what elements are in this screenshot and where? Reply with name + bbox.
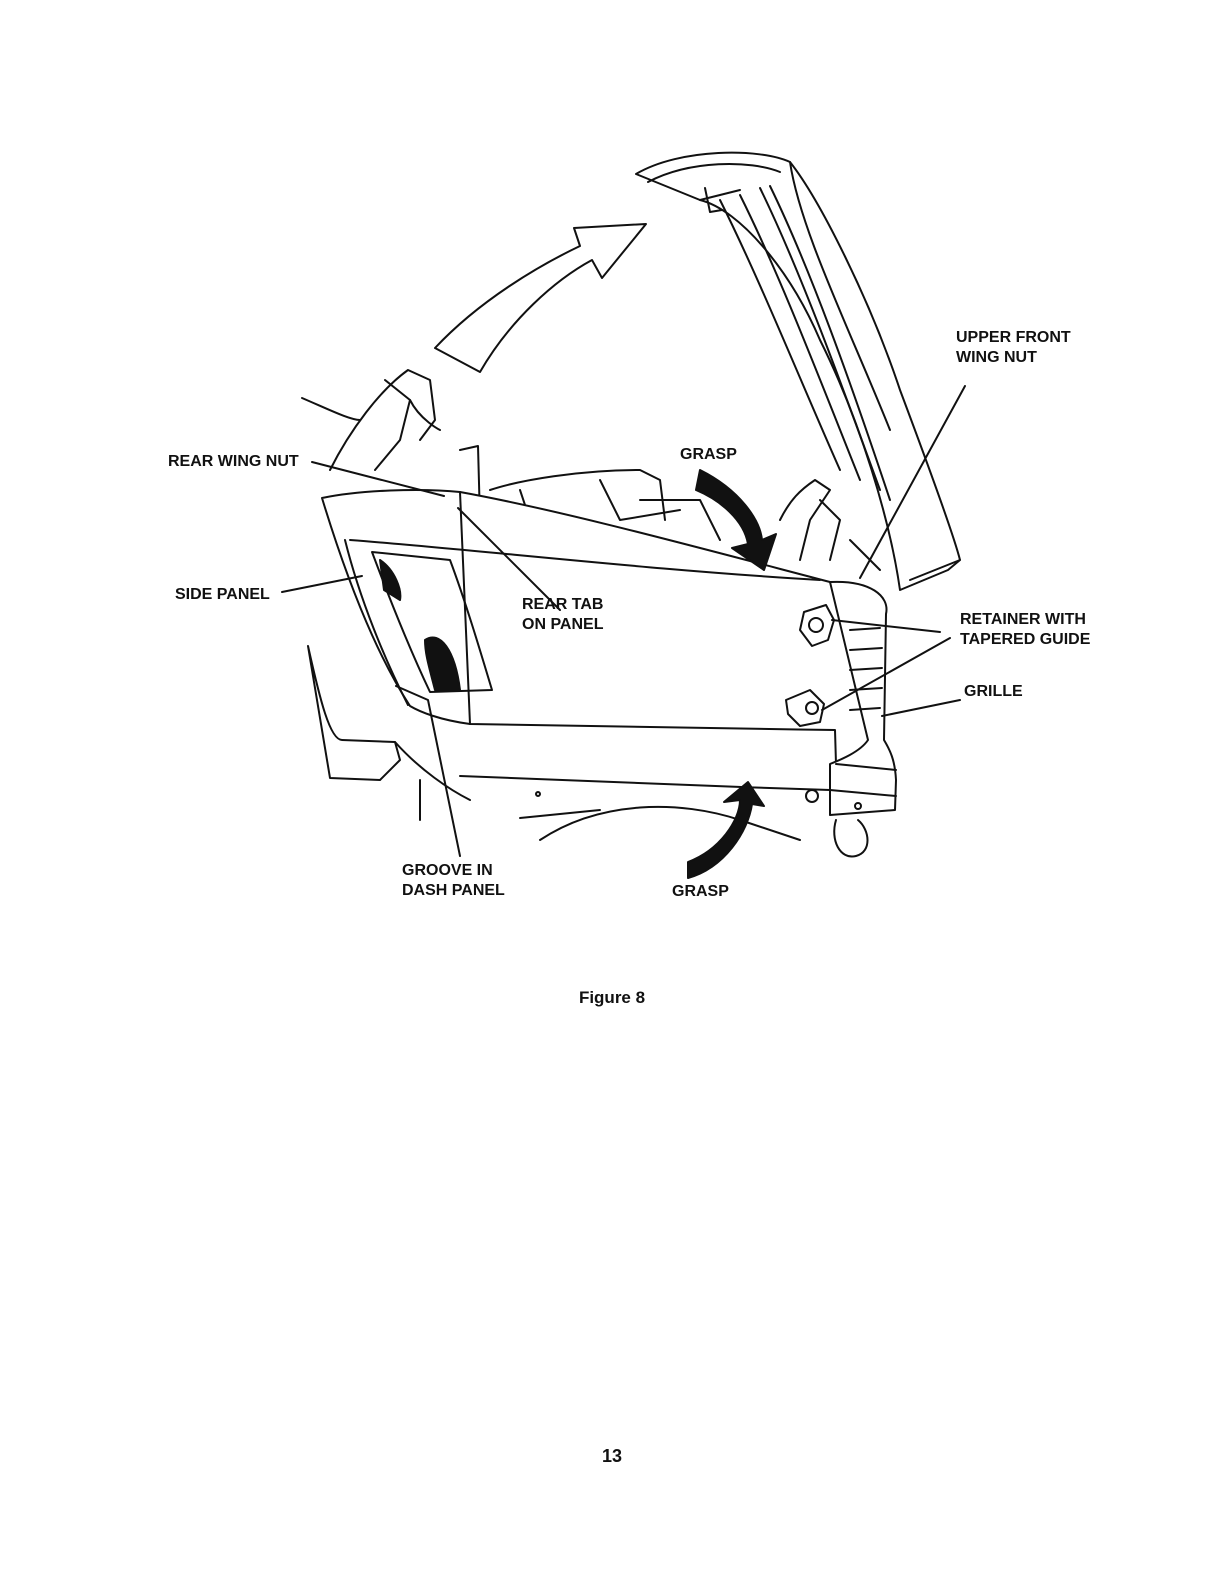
hood-removal-illustration [0, 0, 1224, 1000]
label-line: TAPERED GUIDE [960, 630, 1090, 650]
raised-hood [636, 153, 960, 590]
label-line: GROOVE IN [402, 861, 505, 881]
label-retainer-with-tapered-guide: RETAINER WITH TAPERED GUIDE [960, 610, 1090, 650]
label-line: DASH PANEL [402, 881, 505, 901]
label-rear-wing-nut: REAR WING NUT [168, 452, 299, 472]
label-line: UPPER FRONT [956, 328, 1071, 348]
label-line: WING NUT [956, 348, 1071, 368]
label-grasp-bottom: GRASP [672, 882, 729, 902]
grasp-arrow-bottom [688, 782, 764, 878]
label-grille: GRILLE [964, 682, 1023, 702]
label-side-panel: SIDE PANEL [175, 585, 270, 605]
label-rear-tab-on-panel: REAR TAB ON PANEL [522, 595, 603, 635]
label-line: REAR TAB [522, 595, 603, 615]
label-line: ON PANEL [522, 615, 603, 635]
lift-direction-arrow [435, 224, 646, 372]
label-grasp-top: GRASP [680, 445, 737, 465]
label-groove-in-dash-panel: GROOVE IN DASH PANEL [402, 861, 505, 901]
figure-caption: Figure 8 [0, 988, 1224, 1008]
page-number: 13 [0, 1446, 1224, 1467]
label-upper-front-wing-nut: UPPER FRONT WING NUT [956, 328, 1071, 368]
label-line: RETAINER WITH [960, 610, 1090, 630]
